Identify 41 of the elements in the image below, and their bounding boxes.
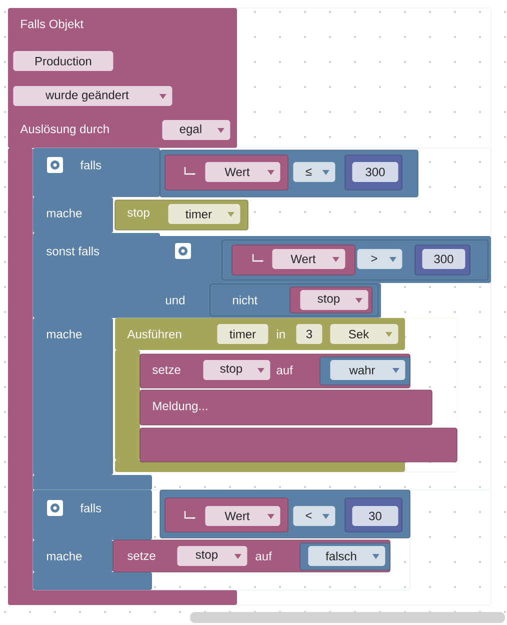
code-block: Ausführen timer in 3 Sek setze stop auf wahr Meldung... (114, 318, 458, 472)
code-block: setze stop auf wahr (140, 354, 410, 388)
code-block (160, 490, 410, 538)
code-block (344, 154, 402, 190)
code-block (160, 150, 418, 198)
code-block (344, 498, 402, 532)
value-field: timer (217, 324, 268, 344)
code-block: setze stop auf falsch (112, 540, 390, 572)
code-block (300, 542, 390, 570)
dropdown-field: stop (203, 360, 270, 380)
value-field: Production (13, 51, 114, 71)
dropdown-field: wahr (330, 360, 406, 380)
code-block (232, 244, 356, 276)
code-block (164, 154, 288, 190)
code-block (414, 244, 470, 276)
dropdown-field: timer (168, 204, 240, 224)
dropdown-field: Wert (205, 162, 280, 182)
dropdown-field: egal (162, 120, 230, 140)
code-block: Meldung... (140, 390, 432, 426)
value-field: 30 (352, 506, 398, 526)
dropdown-field: wurde geändert (13, 86, 172, 106)
code-block (164, 498, 288, 532)
dropdown-field: > (357, 249, 402, 269)
value-field: 300 (422, 249, 466, 269)
dropdown-field: ≤ (293, 162, 336, 182)
dropdown-field: falsch (308, 546, 386, 566)
dropdown-field: Wert (205, 506, 280, 526)
code-block (320, 356, 410, 386)
dropdown-field: stop (177, 546, 248, 566)
code-block (140, 428, 458, 462)
code-block (290, 286, 372, 314)
value-field: 3 (296, 324, 322, 344)
node-label: und (166, 296, 184, 304)
code-block: stop timer (114, 200, 248, 230)
code-block: falls mache < Wert 30 setze stop auf falsch (32, 490, 410, 590)
dropdown-field: Sek (330, 324, 398, 344)
dropdown-field: Wert (272, 249, 346, 269)
dropdown-field: < (293, 506, 336, 526)
value-field: 300 (352, 162, 398, 182)
code-block (222, 240, 488, 280)
dropdown-field: stop (300, 290, 368, 310)
